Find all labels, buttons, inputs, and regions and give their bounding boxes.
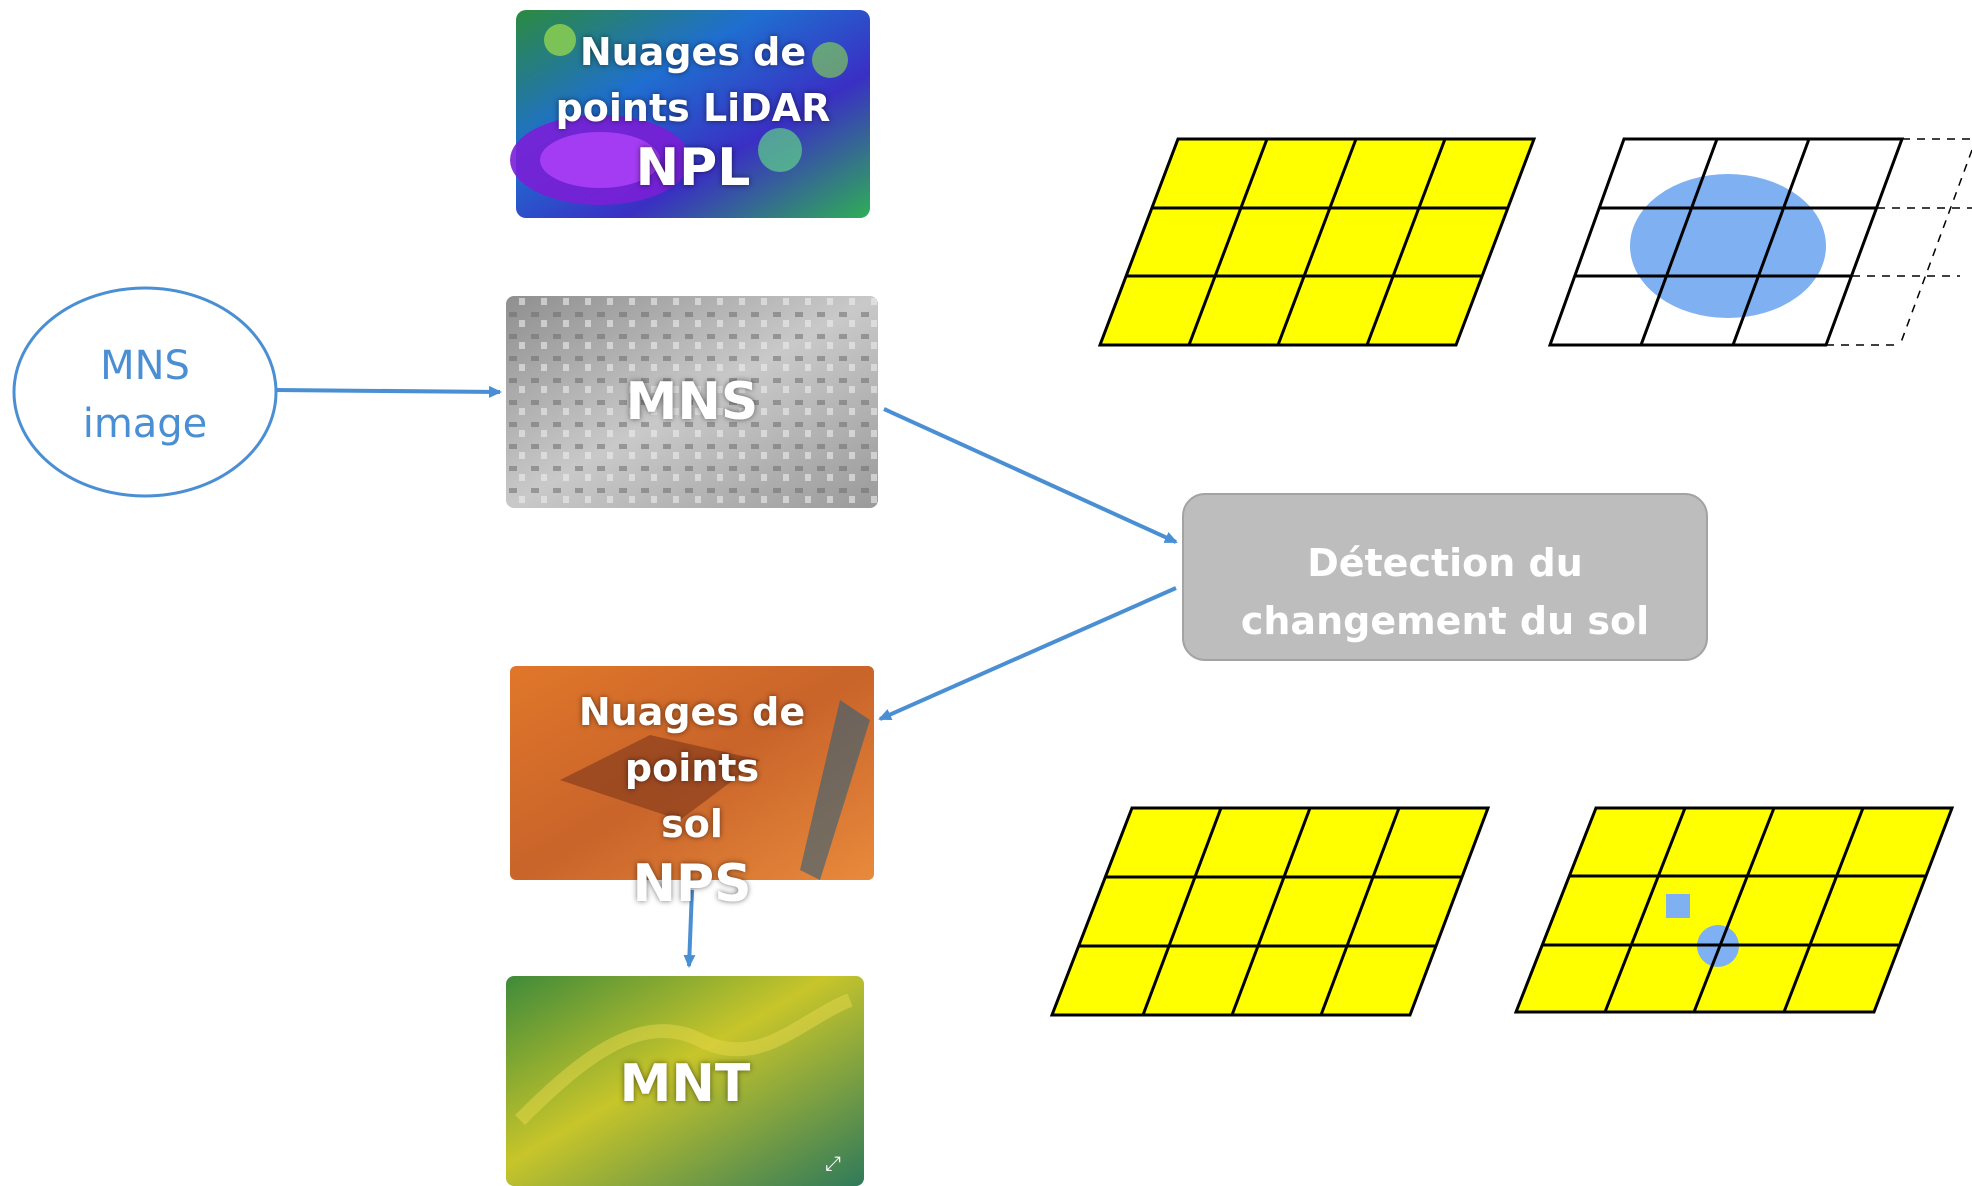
process-line1: Détection du bbox=[1307, 541, 1583, 585]
mns-image-label: MNS image bbox=[14, 330, 276, 460]
mns-label: MNS bbox=[506, 370, 878, 434]
npl-line2: points LiDAR bbox=[555, 86, 831, 130]
mnt-thumbnail: ⤢ bbox=[506, 976, 864, 1186]
nps-abbrev: NPS bbox=[632, 854, 752, 914]
arrow-mns-image-to-mns bbox=[275, 385, 502, 398]
mns-image-line2: image bbox=[82, 401, 208, 447]
mns-thumbnail bbox=[506, 296, 878, 508]
mnt-label: MNT bbox=[506, 1052, 864, 1116]
change-ellipse bbox=[1630, 174, 1826, 318]
arrow-mns-to-detection bbox=[883, 407, 1178, 544]
npl-abbrev: NPL bbox=[635, 138, 751, 198]
grid-top-left bbox=[1097, 137, 1537, 347]
process-box bbox=[1182, 493, 1708, 661]
arrow-detection-to-nps bbox=[878, 586, 1177, 721]
nps-line2: sol bbox=[661, 802, 723, 846]
nps-thumbnail bbox=[510, 666, 874, 880]
nps-line1: Nuages de points bbox=[578, 690, 806, 790]
npl-label: Nuages de points LiDAR NPL bbox=[516, 24, 870, 200]
grid-bottom-right bbox=[1513, 806, 1955, 1014]
mnt-abbrev: MNT bbox=[619, 1054, 751, 1114]
arrow-nps-to-mnt bbox=[683, 889, 696, 968]
npl-thumbnail bbox=[510, 10, 870, 218]
process-label: Détection du changement du sol bbox=[1183, 522, 1707, 662]
grid-top-right bbox=[1547, 137, 1972, 347]
mns-abbrev: MNS bbox=[625, 372, 759, 432]
change-square bbox=[1666, 894, 1690, 918]
process-line2: changement du sol bbox=[1240, 599, 1650, 643]
nps-label: Nuages de points sol NPS bbox=[510, 684, 874, 916]
expand-icon: ⤢ bbox=[825, 1151, 841, 1175]
npl-line1: Nuages de bbox=[579, 30, 807, 74]
mns-image-line1: MNS bbox=[100, 343, 190, 389]
grid-bottom-left bbox=[1049, 806, 1491, 1017]
